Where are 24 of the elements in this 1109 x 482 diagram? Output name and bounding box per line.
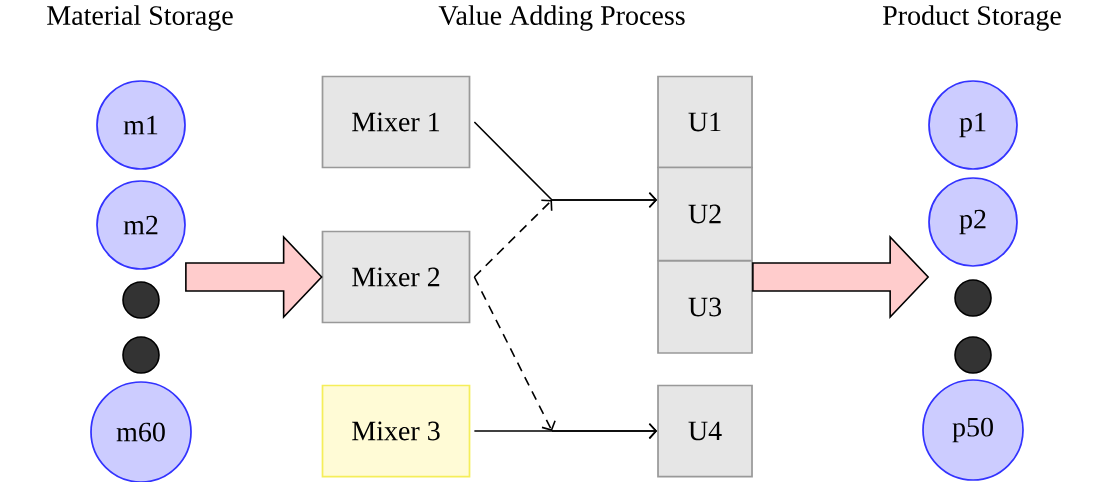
arrow bbox=[473, 191, 658, 278]
circle-node: p50 bbox=[922, 379, 1024, 481]
process-box: Mixer 3 bbox=[321, 384, 471, 478]
column-heading: Value Adding Process bbox=[438, 5, 685, 31]
circle-node: p2 bbox=[928, 177, 1018, 267]
process-box: Mixer 2 bbox=[321, 230, 471, 324]
circle-node: p1 bbox=[928, 80, 1018, 170]
block-arrow bbox=[185, 235, 323, 319]
block-arrow bbox=[752, 235, 930, 319]
process-box: U1 bbox=[657, 75, 753, 169]
dot bbox=[122, 336, 160, 374]
process-box: U4 bbox=[657, 384, 753, 478]
circle-node: m1 bbox=[96, 80, 186, 170]
circle-node: m60 bbox=[90, 381, 192, 482]
process-box: U2 bbox=[657, 166, 753, 262]
dot bbox=[954, 279, 992, 317]
circle-node: m2 bbox=[96, 180, 186, 270]
column-heading: Material Storage bbox=[47, 5, 233, 31]
column-heading: Product Storage bbox=[883, 5, 1061, 31]
process-box: U3 bbox=[657, 260, 753, 354]
process-box: Mixer 1 bbox=[321, 75, 471, 169]
dot bbox=[954, 336, 992, 374]
arrow bbox=[473, 422, 658, 440]
dot bbox=[122, 281, 160, 319]
